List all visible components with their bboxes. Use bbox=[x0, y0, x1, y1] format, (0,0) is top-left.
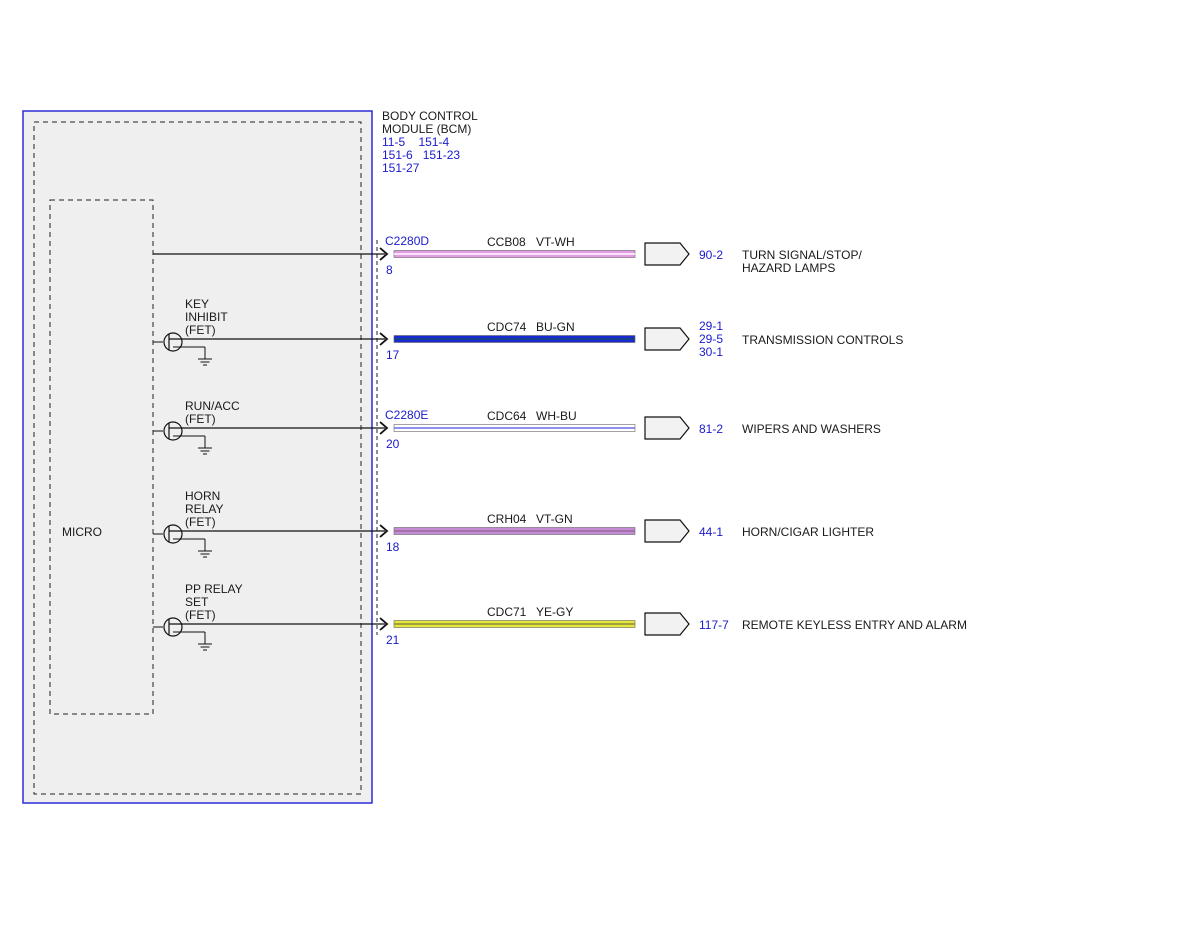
pin-number-wipers: 20 bbox=[386, 437, 400, 451]
page-ref-horn-0[interactable]: 44-1 bbox=[699, 525, 723, 539]
page-ref-trans-1[interactable]: 29-5 bbox=[699, 332, 723, 346]
page-ref-wipers-0[interactable]: 81-2 bbox=[699, 422, 723, 436]
connector-arrow-icon-trans bbox=[379, 332, 389, 346]
wire-color-keyless: YE-GY bbox=[536, 605, 573, 619]
destination-arrow-icon-trans[interactable] bbox=[644, 327, 690, 351]
pin-number-horn: 18 bbox=[386, 540, 400, 554]
destination-label-trans-0: TRANSMISSION CONTROLS bbox=[742, 333, 903, 347]
bcm-module-box bbox=[22, 110, 373, 804]
module-title-line-2: MODULE (BCM) bbox=[382, 122, 471, 136]
destination-label-keyless-0: REMOTE KEYLESS ENTRY AND ALARM bbox=[742, 618, 967, 632]
micro-label: MICRO bbox=[62, 525, 102, 539]
circuit-name-turn: CCB08 bbox=[487, 235, 526, 249]
fet-label-keyless-0: PP RELAY bbox=[185, 582, 243, 596]
destination-label-horn-0: HORN/CIGAR LIGHTER bbox=[742, 525, 874, 539]
fet-label-horn-2: (FET) bbox=[185, 515, 216, 529]
fet-icon-keyless bbox=[163, 617, 183, 637]
connector-arrow-icon-horn bbox=[379, 524, 389, 538]
page-ref-turn-0[interactable]: 90-2 bbox=[699, 248, 723, 262]
fet-label-trans-1: INHIBIT bbox=[185, 310, 228, 324]
micro-box bbox=[49, 199, 154, 715]
wire-color-wipers: WH-BU bbox=[536, 409, 577, 423]
fet-label-horn-0: HORN bbox=[185, 489, 220, 503]
connector-arrow-icon-turn bbox=[379, 247, 389, 261]
fet-label-horn-1: RELAY bbox=[185, 502, 223, 516]
connector-id-wipers[interactable]: C2280E bbox=[385, 408, 428, 422]
page-ref-trans-0[interactable]: 29-1 bbox=[699, 319, 723, 333]
destination-arrow-icon-horn[interactable] bbox=[644, 519, 690, 543]
destination-label-turn-0: TURN SIGNAL/STOP/ bbox=[742, 248, 862, 262]
fet-icon-horn bbox=[163, 524, 183, 544]
connector-arrow-icon-keyless bbox=[379, 617, 389, 631]
circuit-name-horn: CRH04 bbox=[487, 512, 527, 526]
fet-icon-wipers bbox=[163, 421, 183, 441]
fet-label-keyless-1: SET bbox=[185, 595, 209, 609]
wire-color-horn: VT-GN bbox=[536, 512, 573, 526]
page-ref-keyless-0[interactable]: 117-7 bbox=[699, 618, 729, 632]
circuit-name-trans: CDC74 bbox=[487, 320, 527, 334]
circuit-name-keyless: CDC71 bbox=[487, 605, 527, 619]
module-ref-line-1[interactable]: 11-5 151-4 bbox=[382, 135, 449, 149]
destination-label-turn-1: HAZARD LAMPS bbox=[742, 261, 835, 275]
module-title-line-1: BODY CONTROL bbox=[382, 109, 478, 123]
bcm-inner-dashed-box bbox=[33, 121, 362, 795]
module-ref-line-3[interactable]: 151-27 bbox=[382, 161, 420, 175]
connector-arrow-icon-wipers bbox=[379, 421, 389, 435]
module-ref-line-2[interactable]: 151-6 151-23 bbox=[382, 148, 460, 162]
destination-label-wipers-0: WIPERS AND WASHERS bbox=[742, 422, 881, 436]
wire-color-trans: BU-GN bbox=[536, 320, 575, 334]
pin-number-keyless: 21 bbox=[386, 633, 400, 647]
wire-color-turn: VT-WH bbox=[536, 235, 575, 249]
fet-label-wipers-0: RUN/ACC bbox=[185, 399, 240, 413]
fet-label-wipers-1: (FET) bbox=[185, 412, 216, 426]
fet-icon-trans bbox=[163, 332, 183, 352]
destination-arrow-icon-keyless[interactable] bbox=[644, 612, 690, 636]
circuits-layer: C2280D 8 CCB08 VT-WH 90-2 TURN SIGNAL/STOP/HA… bbox=[153, 234, 967, 651]
page-ref-trans-2[interactable]: 30-1 bbox=[699, 345, 723, 359]
fet-label-trans-0: KEY bbox=[185, 297, 209, 311]
fet-label-keyless-2: (FET) bbox=[185, 608, 216, 622]
destination-arrow-icon-wipers[interactable] bbox=[644, 416, 690, 440]
fet-label-trans-2: (FET) bbox=[185, 323, 216, 337]
pin-number-trans: 17 bbox=[386, 348, 400, 362]
connector-id-turn[interactable]: C2280D bbox=[385, 234, 429, 248]
pin-number-turn: 8 bbox=[386, 263, 393, 277]
destination-arrow-icon-turn[interactable] bbox=[644, 242, 690, 266]
circuit-name-wipers: CDC64 bbox=[487, 409, 527, 423]
